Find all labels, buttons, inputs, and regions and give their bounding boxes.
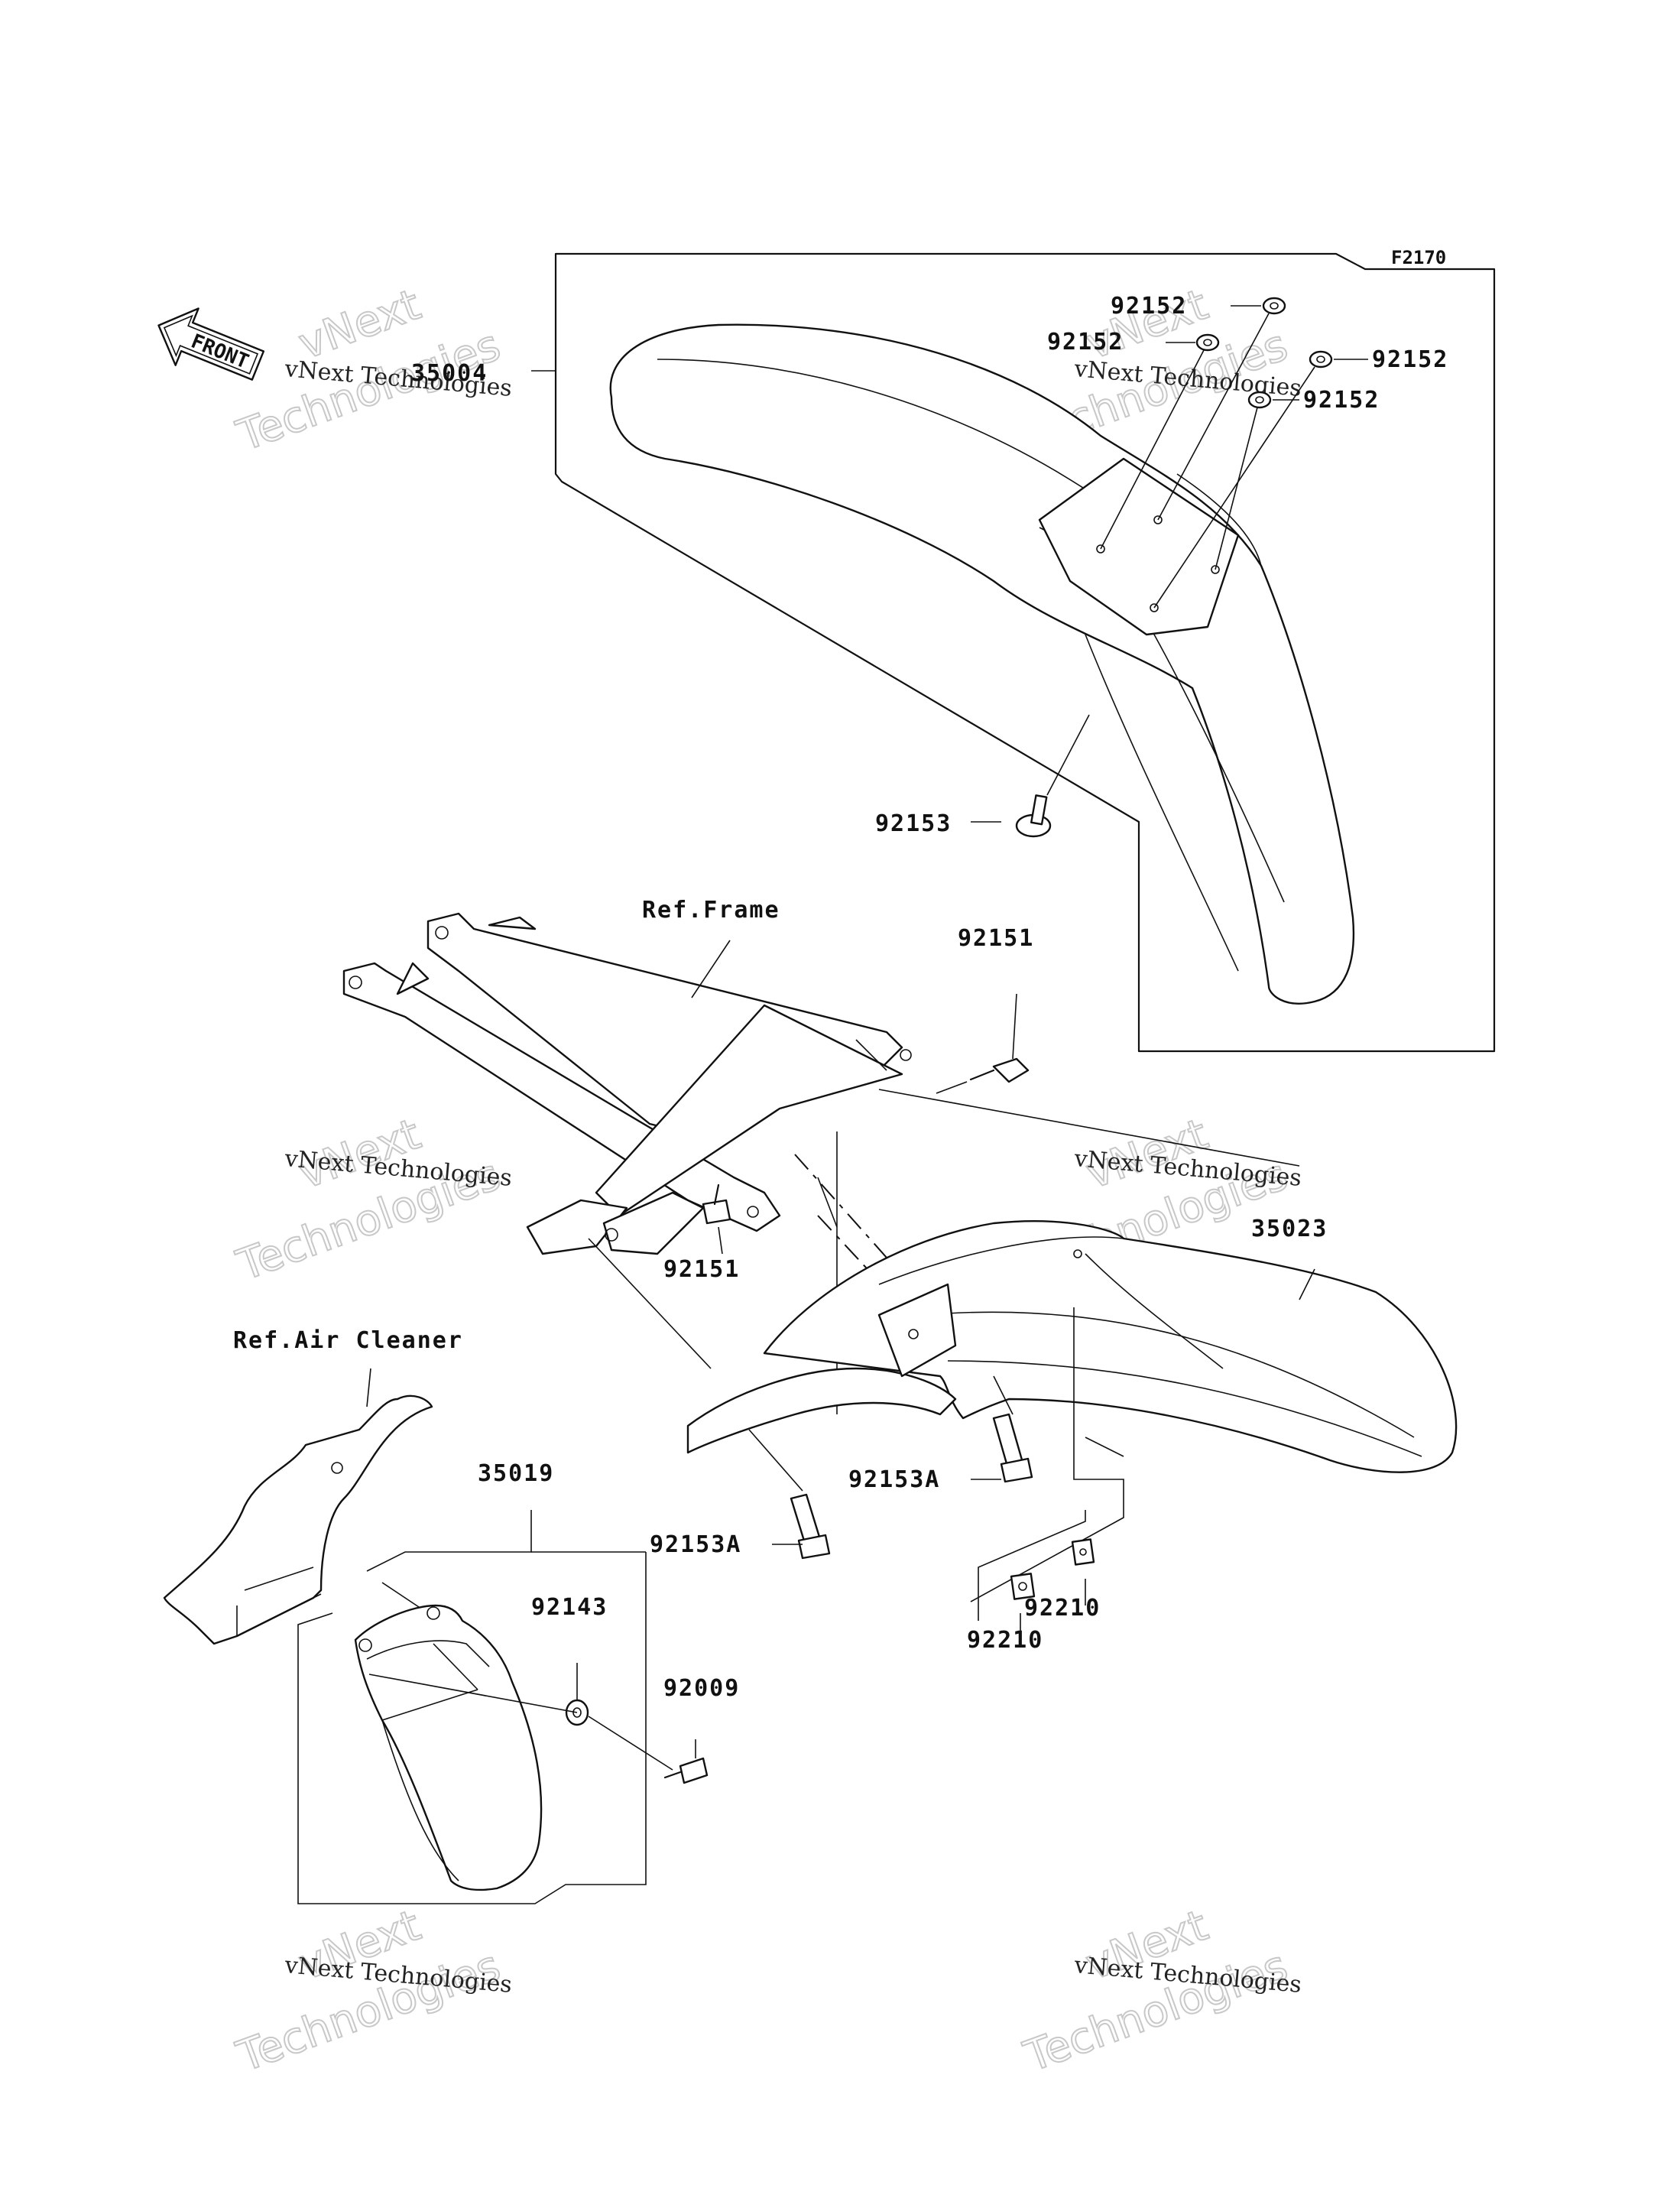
- bolt-icon: [1015, 794, 1052, 838]
- part-number-35023: 35023: [1251, 1216, 1328, 1242]
- nut-bracket-lines: [978, 1510, 1086, 1621]
- air-cleaner-housing: [163, 1368, 433, 1645]
- rear-fender-35023: [686, 1220, 1458, 1473]
- grommet-icon: [1195, 297, 1333, 409]
- part-number-92151-upper: 92151: [958, 925, 1034, 952]
- part-number-92009: 92009: [663, 1675, 740, 1702]
- nut-icon: [1010, 1538, 1095, 1600]
- leader-lines-front: [531, 305, 1368, 823]
- part-number-92143: 92143: [531, 1594, 608, 1621]
- part-number-92153a-left: 92153A: [650, 1531, 741, 1558]
- part-number-92210-right: 92210: [1024, 1595, 1101, 1622]
- front-direction-arrow: FRONT: [157, 307, 265, 381]
- screw-icon: [663, 1757, 709, 1784]
- ref-air-cleaner-label: Ref.Air Cleaner: [233, 1327, 463, 1354]
- bolt-icon: [702, 1057, 1030, 1225]
- leader-lines-frame: [691, 940, 1017, 1255]
- part-number-35004: 35004: [411, 360, 488, 387]
- rear-frame: [342, 912, 912, 1255]
- watermark-bottom-right: vNext Technologies vNext Technologies: [1017, 1900, 1303, 2083]
- front-fender-group-outline: [554, 252, 1496, 1053]
- part-number-92151-lower: 92151: [663, 1256, 740, 1283]
- bolt-icon: [790, 1413, 1033, 1560]
- front-fender-35004: [609, 323, 1355, 1005]
- watermark-bottom-left: vNext Technologies vNext Technologies: [230, 1900, 514, 2083]
- part-number-92152-a: 92152: [1111, 293, 1187, 320]
- mud-flap-group-outline: [297, 1510, 647, 1904]
- part-number-92153: 92153: [875, 810, 952, 837]
- part-number-92210-left: 92210: [967, 1627, 1043, 1654]
- part-number-35019: 35019: [478, 1460, 554, 1487]
- watermark-mid-left: vNext Technologies vNext Technologies: [230, 1109, 514, 1291]
- part-number-92153a-right: 92153A: [848, 1466, 940, 1493]
- diagram-code: F2170: [1391, 247, 1446, 268]
- part-number-92152-d: 92152: [1303, 387, 1380, 414]
- mud-flap-35019: [354, 1604, 543, 1891]
- leader-lines-flap: [368, 1643, 696, 1771]
- part-number-92152-b: 92152: [1047, 329, 1124, 356]
- part-number-92152-c: 92152: [1372, 346, 1448, 373]
- ref-frame-label: Ref.Frame: [642, 897, 780, 924]
